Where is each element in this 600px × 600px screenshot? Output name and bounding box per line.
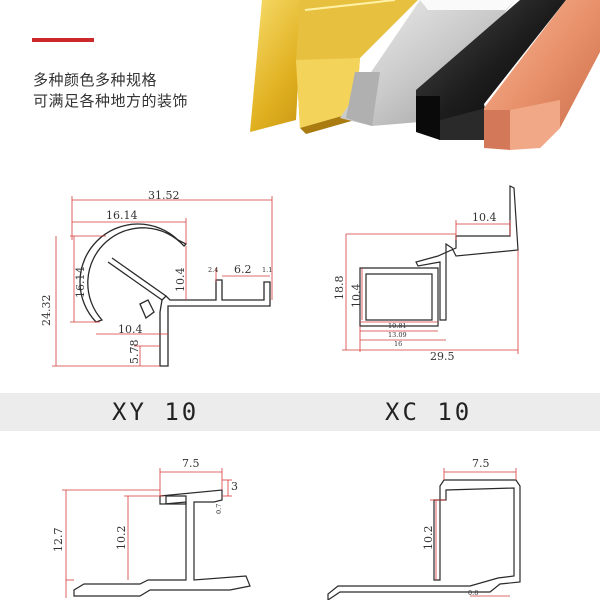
accent-bar	[32, 38, 94, 42]
xy10-dim-flange-width: 6.2	[234, 263, 252, 276]
model-label-xc10: XC 10	[385, 398, 473, 426]
xc10-dim-d3: 16	[394, 340, 402, 348]
lower-right-drawing: 7.5 10.2 0.8	[327, 457, 521, 600]
xc10-dim-d2: 13.09	[388, 331, 407, 339]
xc10-drawing: 10.4 18.8 10.4 10.81 13.09 16 29.5	[333, 185, 519, 363]
lower-left-dimension-lines	[62, 468, 232, 598]
tagline-line-2: 可满足各种地方的装饰	[33, 92, 189, 110]
model-band	[0, 393, 600, 431]
xc10-dim-overall-width: 29.5	[430, 350, 455, 363]
lower-left-profile-outline	[73, 489, 251, 597]
xy10-dim-small-b: 1.1	[262, 266, 272, 274]
xc10-profile-outline	[359, 185, 519, 327]
product-photo	[250, 0, 600, 150]
lower-right-dim-base-a: 0.8	[468, 589, 478, 597]
xy10-dim-total-height: 24.32	[40, 295, 53, 327]
xy10-dim-base-width: 10.4	[118, 323, 143, 336]
lower-left-dim-flange: 3	[231, 480, 238, 493]
model-label-xy10: XY 10	[112, 398, 200, 426]
xc10-dim-outer-height: 18.8	[333, 276, 346, 301]
gold-profile-strip	[250, 0, 418, 134]
rose-gold-profile-strip	[484, 0, 600, 150]
lower-left-dim-outer-height: 12.7	[52, 528, 65, 553]
tagline-line-1: 多种颜色多种规格	[33, 71, 158, 89]
xy10-profile-outline	[79, 223, 271, 367]
xc10-dim-top-width: 10.4	[472, 211, 497, 224]
xy10-dimension-lines	[52, 196, 273, 367]
silver-profile-strip	[340, 0, 515, 126]
xc10-dimension-lines	[342, 220, 519, 354]
lower-left-dim-top-width: 7.5	[182, 457, 200, 470]
xc10-dim-d1: 10.81	[388, 322, 407, 330]
xy10-dim-small-a: 2.4	[208, 266, 218, 274]
xy10-dim-inner-height: 10.4	[174, 268, 187, 293]
xy10-dim-arc-height: 16.14	[74, 267, 87, 299]
xy10-dim-leg-height: 5.78	[128, 340, 141, 365]
lower-left-dim-inner-height: 10.2	[115, 526, 128, 551]
lower-left-dim-lip: 0.7	[215, 504, 223, 514]
xy10-drawing: 31.52 16.14 16.14 24.32 10.4 6.2 2.4 1.1…	[40, 189, 273, 367]
lower-left-drawing: 7.5 3 0.7 10.2 12.7	[52, 457, 251, 598]
xy10-dim-arc-width: 16.14	[106, 209, 138, 222]
lower-right-dim-top-width: 7.5	[472, 457, 490, 470]
xc10-dim-inner-height: 10.4	[350, 284, 363, 309]
lower-right-dimension-lines	[430, 468, 517, 597]
tagline: 多种颜色多种规格 可满足各种地方的装饰	[33, 70, 188, 112]
lower-right-dim-inner-height: 10.2	[422, 526, 435, 551]
xy10-dim-overall-width: 31.52	[148, 189, 180, 202]
black-profile-strip	[416, 0, 566, 140]
